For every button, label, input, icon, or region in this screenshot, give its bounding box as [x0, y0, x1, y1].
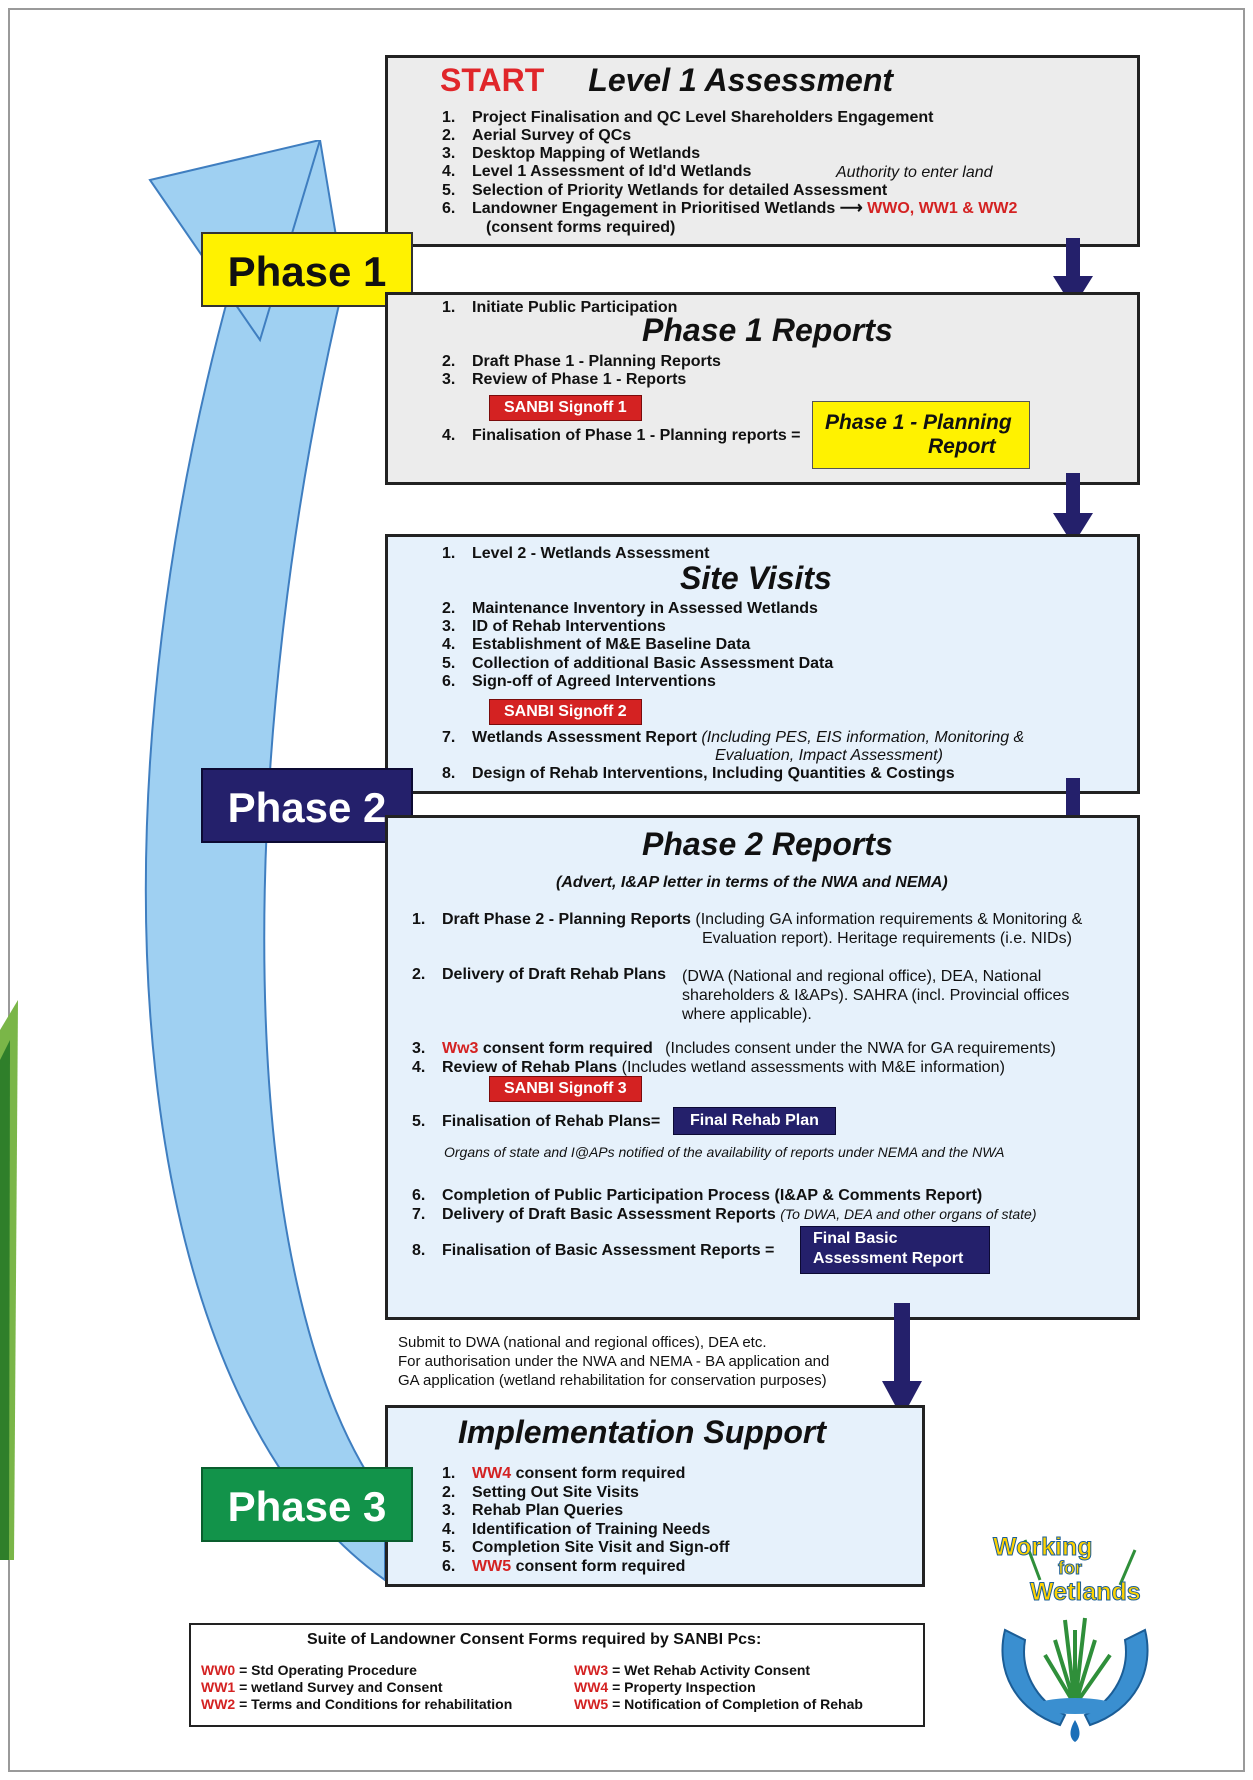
- legend-ww0: WW0 = Std Operating Procedure: [201, 1662, 417, 1678]
- phase1-result-line2: Report: [928, 435, 996, 458]
- cycle-arrow: [144, 140, 386, 1582]
- site-item-7-note: Evaluation, Impact Assessment): [715, 747, 943, 764]
- impl-item-6: 6.WW5 consent form required: [442, 1558, 686, 1575]
- down-arrow-4: [882, 1303, 922, 1418]
- site-item-4: 4.Establishment of M&E Baseline Data: [442, 636, 751, 653]
- left-green-strip: [0, 1000, 18, 1560]
- phase1-item-3: 3.Review of Phase 1 - Reports: [442, 371, 687, 388]
- implementation-box: [385, 1405, 925, 1587]
- level1-item-3: 3.Desktop Mapping of Wetlands: [442, 145, 701, 162]
- final-basic-assessment-box: Final Basic Assessment Report: [800, 1226, 990, 1274]
- logo-text-for: for: [1058, 1558, 1083, 1579]
- site-item-6: 6.Sign-off of Agreed Interventions: [442, 673, 716, 690]
- impl-item-4: 4.Identification of Training Needs: [442, 1521, 711, 1538]
- organs-note: Organs of state and I@APs notified of th…: [444, 1144, 1005, 1160]
- legend-ww1: WW1 = wetland Survey and Consent: [201, 1679, 443, 1695]
- submit-note-3: GA application (wetland rehabilitation f…: [398, 1372, 827, 1389]
- site-item-1: 1.Level 2 - Wetlands Assessment: [442, 545, 710, 562]
- level1-item-5: 5.Selection of Priority Wetlands for det…: [442, 182, 888, 199]
- site-item-7: 7.Wetlands Assessment Report (Including …: [442, 729, 1025, 746]
- submit-note-1: Submit to DWA (national and regional off…: [398, 1334, 767, 1351]
- phase2-subtitle: (Advert, I&AP letter in terms of the NWA…: [556, 874, 948, 891]
- final-rehab-plan-box: Final Rehab Plan: [673, 1107, 836, 1135]
- legend-ww4: WW4 = Property Inspection: [574, 1679, 756, 1695]
- sanbi-signoff-3: SANBI Signoff 3: [489, 1076, 642, 1102]
- level1-item-6: 6.Landowner Engagement in Prioritised We…: [442, 200, 1018, 217]
- phase2-reports-box: [385, 815, 1140, 1320]
- site-visits-title: Site Visits: [680, 560, 832, 596]
- site-visits-box: [385, 534, 1140, 794]
- phase1-reports-title: Phase 1 Reports: [642, 312, 893, 348]
- phase1-item-2: 2.Draft Phase 1 - Planning Reports: [442, 353, 721, 370]
- phase1-label: Phase 1: [201, 232, 413, 307]
- logo-text-working: Working: [993, 1533, 1094, 1562]
- start-label: START: [440, 62, 545, 98]
- working-for-wetlands-logo: [1001, 1539, 1149, 1742]
- level1-item-4: 4.Level 1 Assessment of Id'd Wetlands: [442, 163, 752, 180]
- phase3-label: Phase 3: [201, 1467, 413, 1542]
- phase1-planning-report-box: Phase 1 - Planning Report: [812, 401, 1030, 469]
- implementation-title: Implementation Support: [458, 1414, 826, 1450]
- phase2-item-2-note-3: where applicable).: [682, 1006, 812, 1023]
- phase2-item-3: 3.Ww3 consent form required (Includes co…: [412, 1040, 1056, 1057]
- phase2-item-7: 7.Delivery of Draft Basic Assessment Rep…: [412, 1206, 1037, 1223]
- sanbi-signoff-1: SANBI Signoff 1: [489, 395, 642, 421]
- level1-title: START Level 1 Assessment: [440, 62, 893, 99]
- phase2-label: Phase 2: [201, 768, 413, 843]
- phase2-item-5: 5.Finalisation of Rehab Plans=: [412, 1113, 661, 1130]
- authority-note: Authority to enter land: [836, 164, 993, 181]
- legend-title: Suite of Landowner Consent Forms require…: [307, 1631, 762, 1648]
- phase1-item-4: 4.Finalisation of Phase 1 - Planning rep…: [442, 427, 801, 444]
- phase1-result-line1: Phase 1 - Planning: [825, 411, 1012, 434]
- level1-heading: Level 1 Assessment: [588, 62, 894, 98]
- page-frame: [8, 8, 1245, 1772]
- logo-text-wetlands: Wetlands: [1030, 1578, 1142, 1607]
- phase2-item-1: 1.Draft Phase 2 - Planning Reports (Incl…: [412, 911, 1083, 928]
- final-basic-line1: Final Basic: [813, 1230, 898, 1247]
- impl-item-2: 2.Setting Out Site Visits: [442, 1484, 639, 1501]
- impl-item-3: 3.Rehab Plan Queries: [442, 1502, 624, 1519]
- consent-note: (consent forms required): [486, 219, 676, 236]
- phase2-reports-title: Phase 2 Reports: [642, 826, 893, 862]
- right-hand-icon: [1083, 1628, 1149, 1727]
- site-item-8: 8.Design of Rehab Interventions, Includi…: [442, 765, 955, 782]
- impl-item-5: 5.Completion Site Visit and Sign-off: [442, 1539, 730, 1556]
- consent-forms-legend: Suite of Landowner Consent Forms require…: [189, 1623, 925, 1727]
- site-item-5: 5.Collection of additional Basic Assessm…: [442, 655, 834, 672]
- level1-item-2: 2.Aerial Survey of QCs: [442, 127, 632, 144]
- level1-item-1: 1.Project Finalisation and QC Level Shar…: [442, 109, 934, 126]
- left-hand-icon: [1001, 1628, 1067, 1727]
- site-item-2: 2.Maintenance Inventory in Assessed Wetl…: [442, 600, 818, 617]
- impl-item-1: 1.WW4 consent form required: [442, 1465, 686, 1482]
- phase2-item-1-note: Evaluation report). Heritage requirement…: [702, 930, 1072, 947]
- site-item-3: 3.ID of Rehab Interventions: [442, 618, 666, 635]
- final-basic-line2: Assessment Report: [813, 1250, 964, 1267]
- level1-assessment-box: [385, 55, 1140, 247]
- phase2-item-2: 2.Delivery of Draft Rehab Plans: [412, 966, 667, 983]
- legend-ww3: WW3 = Wet Rehab Activity Consent: [574, 1662, 811, 1678]
- sanbi-signoff-2: SANBI Signoff 2: [489, 699, 642, 725]
- down-arrow-2: [1053, 473, 1093, 545]
- phase2-item-8: 8.Finalisation of Basic Assessment Repor…: [412, 1242, 775, 1259]
- legend-ww5: WW5 = Notification of Completion of Reha…: [574, 1696, 863, 1712]
- phase2-item-2-note-2: shareholders & I&APs). SAHRA (incl. Prov…: [682, 987, 1070, 1004]
- legend-ww2: WW2 = Terms and Conditions for rehabilit…: [201, 1696, 513, 1712]
- submit-note-2: For authorisation under the NWA and NEMA…: [398, 1353, 830, 1370]
- phase2-item-4: 4.Review of Rehab Plans (Includes wetlan…: [412, 1059, 1005, 1076]
- phase2-item-6: 6.Completion of Public Participation Pro…: [412, 1187, 983, 1204]
- water-drop-icon: [1070, 1720, 1080, 1742]
- phase2-item-2-note-1: (DWA (National and regional office), DEA…: [682, 968, 1042, 985]
- phase1-item-1: 1.Initiate Public Participation: [442, 299, 678, 316]
